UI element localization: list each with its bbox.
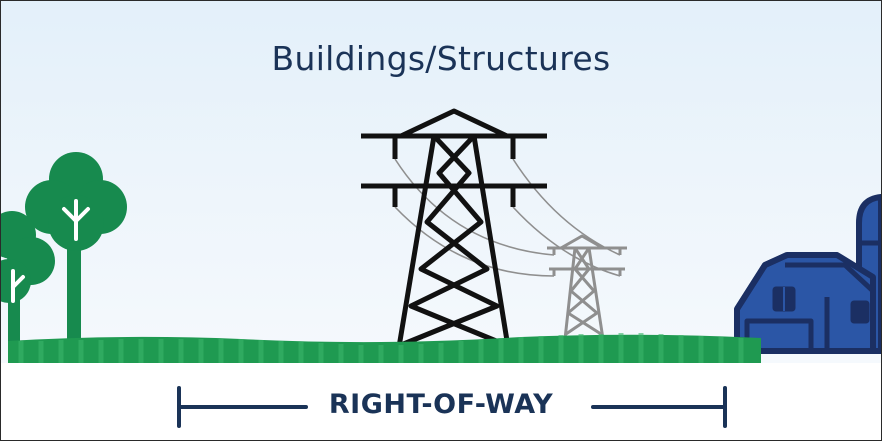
- tree-icon: [25, 152, 127, 341]
- transmission-tower-icon: [547, 234, 627, 340]
- right-of-way-label: RIGHT-OF-WAY: [328, 389, 554, 420]
- barn-icon: [734, 252, 876, 354]
- tree-icon: [1, 211, 55, 341]
- grass-band: [8, 333, 761, 363]
- right-of-way-bracket: [177, 386, 727, 428]
- power-lines: [394, 158, 621, 277]
- buildings-structures-title: Buildings/Structures: [271, 39, 611, 78]
- sky-background: [1, 1, 881, 363]
- transmission-tower-icon: [361, 108, 547, 348]
